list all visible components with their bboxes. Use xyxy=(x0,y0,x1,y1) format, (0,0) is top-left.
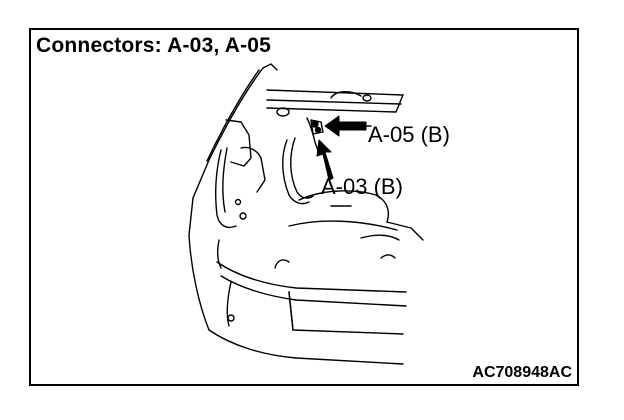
fender-and-harness xyxy=(188,119,266,331)
connector-points xyxy=(310,119,324,135)
arrow-a05-icon xyxy=(324,115,367,137)
engine-bay-illustration xyxy=(188,63,424,365)
callout-label-a03: A-03 (B) xyxy=(321,174,403,199)
radiator-outline xyxy=(288,190,424,241)
hood-outline xyxy=(192,63,278,199)
arrow-a03-icon xyxy=(316,139,334,181)
leader-line-a03 xyxy=(328,179,332,187)
reference-code: AC708948AC xyxy=(472,364,572,381)
diagram-title: Connectors: A-03, A-05 xyxy=(36,34,272,57)
front-bumper xyxy=(208,254,407,365)
diagram-frame: Connectors: A-03, A-05 A-05 (B) A-03 (B)… xyxy=(29,28,579,386)
cowl-outline xyxy=(266,89,404,117)
hose-outline xyxy=(282,117,320,205)
callout-label-a05: A-05 (B) xyxy=(368,122,450,147)
